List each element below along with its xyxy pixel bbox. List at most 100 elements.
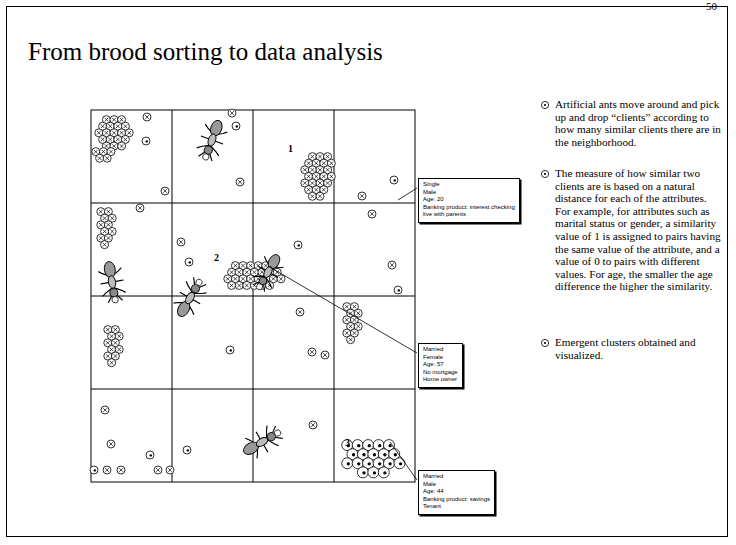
client-mark bbox=[114, 354, 118, 358]
client-dot bbox=[146, 451, 154, 459]
client-mark bbox=[106, 354, 110, 358]
client-mark bbox=[241, 264, 245, 268]
client-mark bbox=[253, 270, 257, 274]
client-attribute: Age: 44 bbox=[423, 488, 490, 496]
client-mark bbox=[356, 325, 360, 329]
client-dot bbox=[368, 467, 379, 478]
client-mark bbox=[303, 168, 307, 172]
client-center bbox=[352, 453, 355, 456]
client-mark bbox=[318, 194, 322, 198]
client-attribute: Married bbox=[423, 473, 490, 481]
callout-number: 2 bbox=[214, 252, 219, 263]
client-mark bbox=[298, 310, 302, 314]
client-dot bbox=[103, 154, 111, 162]
client-mark bbox=[349, 325, 353, 329]
grid-line bbox=[91, 203, 415, 204]
leader-line bbox=[390, 442, 417, 480]
client-mark bbox=[322, 175, 326, 179]
client-mark bbox=[103, 216, 107, 220]
client-center bbox=[357, 462, 360, 465]
client-center bbox=[373, 453, 376, 456]
bullet-mark bbox=[541, 101, 548, 108]
client-mark bbox=[168, 468, 172, 472]
client-attribute: Male bbox=[423, 189, 515, 197]
client-dot bbox=[308, 348, 316, 356]
client-mark bbox=[230, 270, 234, 274]
carried-client bbox=[273, 429, 282, 438]
grid-border bbox=[91, 110, 415, 482]
client-mark bbox=[230, 284, 234, 288]
client-mark bbox=[264, 264, 268, 268]
client-mark bbox=[279, 277, 283, 281]
client-center bbox=[230, 349, 232, 351]
ant bbox=[194, 117, 230, 164]
client-attribute: Single bbox=[423, 181, 515, 189]
bullet-mark bbox=[541, 339, 548, 346]
client-mark bbox=[330, 161, 334, 165]
client-dot bbox=[294, 241, 302, 249]
client-mark bbox=[353, 305, 357, 309]
bullet-dot bbox=[544, 342, 546, 344]
client-dot bbox=[296, 308, 304, 316]
client-mark bbox=[101, 124, 105, 128]
client-dot bbox=[107, 440, 115, 448]
client-dot bbox=[183, 446, 191, 454]
client-mark bbox=[97, 131, 101, 135]
client-mark bbox=[237, 284, 241, 288]
client-center bbox=[298, 244, 300, 246]
grid-line bbox=[91, 389, 415, 390]
client-center bbox=[383, 471, 386, 474]
client-center bbox=[378, 462, 381, 465]
client-mark bbox=[314, 188, 318, 192]
bullet-text: The measure of how similar two clients a… bbox=[555, 167, 723, 293]
callout-number: 1 bbox=[288, 143, 293, 154]
page-number: 50 bbox=[706, 0, 717, 12]
bullet-marks bbox=[541, 101, 548, 346]
client-mark bbox=[114, 341, 118, 345]
client-mark bbox=[110, 230, 114, 234]
client-dot bbox=[277, 275, 285, 283]
client-center bbox=[383, 453, 386, 456]
client-mark bbox=[230, 111, 234, 115]
carried-client bbox=[255, 283, 263, 291]
client-mark bbox=[103, 408, 107, 412]
client-mark bbox=[102, 150, 106, 154]
client-dot bbox=[101, 406, 109, 414]
client-dot bbox=[108, 359, 116, 367]
client-mark bbox=[314, 175, 318, 179]
client-mark bbox=[234, 264, 238, 268]
ant-head bbox=[109, 288, 118, 297]
client-mark bbox=[318, 181, 322, 185]
client-mark bbox=[103, 230, 107, 234]
client-dot bbox=[390, 176, 398, 184]
client-box: MarriedMaleAge: 44Banking product: savin… bbox=[418, 470, 495, 515]
client-dot bbox=[357, 467, 368, 478]
client-mark bbox=[105, 156, 109, 160]
client-dot bbox=[103, 466, 111, 474]
client-center bbox=[398, 289, 400, 291]
client-mark bbox=[119, 468, 123, 472]
client-mark bbox=[179, 240, 183, 244]
bullet-dot bbox=[544, 173, 546, 175]
client-center bbox=[187, 449, 189, 451]
client-mark bbox=[345, 305, 349, 309]
carried-client bbox=[195, 278, 204, 287]
client-dot bbox=[143, 113, 151, 121]
client-mark bbox=[101, 138, 105, 142]
ant bbox=[170, 274, 211, 322]
client-mark bbox=[106, 328, 110, 332]
client-dot bbox=[342, 458, 353, 469]
client-attribute: No mortgage bbox=[423, 369, 458, 377]
client-attribute: Banking product: savings bbox=[423, 496, 490, 504]
bullet-text: Artificial ants move around and pick up … bbox=[555, 98, 723, 148]
client-attribute: Tenant bbox=[423, 503, 490, 511]
client-mark bbox=[307, 161, 311, 165]
client-dot bbox=[232, 122, 240, 130]
client-dot bbox=[228, 281, 236, 289]
client-mark bbox=[103, 243, 107, 247]
client-mark bbox=[311, 194, 315, 198]
client-dot bbox=[177, 238, 185, 246]
client-mark bbox=[349, 338, 353, 342]
client-dot bbox=[136, 204, 144, 212]
client-mark bbox=[249, 264, 253, 268]
